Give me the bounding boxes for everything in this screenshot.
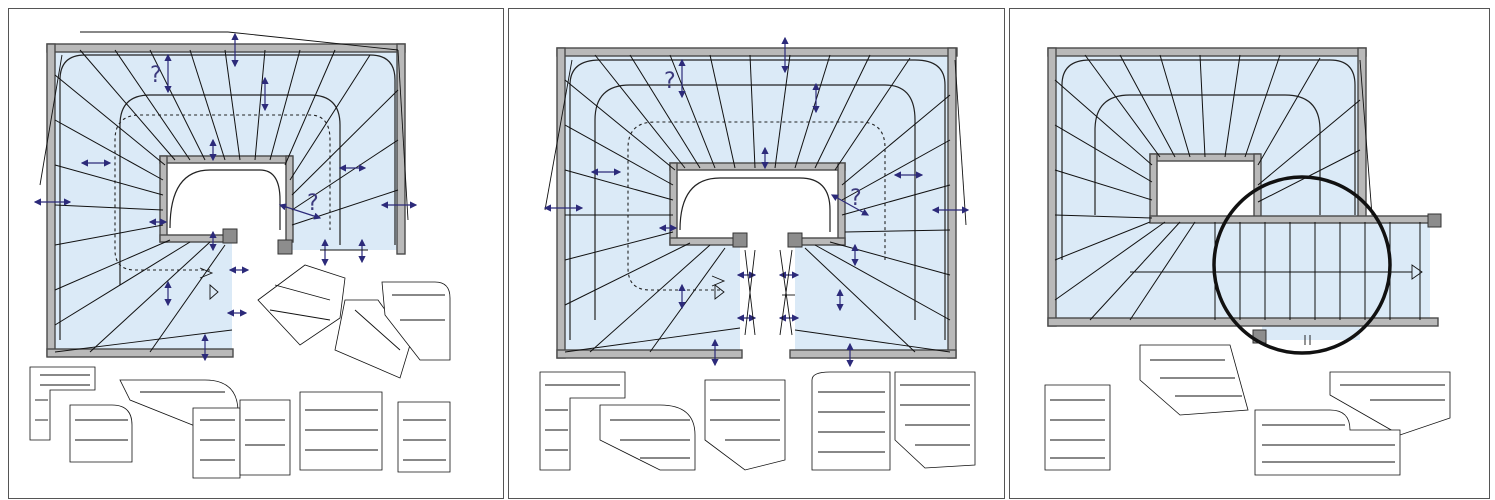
panel-1-core-bottom <box>159 234 226 243</box>
panel-1-wall-bottom <box>46 348 234 358</box>
panel-1-outer-curve <box>59 54 396 340</box>
panel-1-question-mark-right: ? <box>307 191 319 216</box>
panel-3-frame <box>1009 8 1490 499</box>
panel-1-thumb-4 <box>192 407 241 479</box>
panel-2-question-mark-top: ? <box>664 69 676 94</box>
panel-3-treads <box>1054 54 1361 321</box>
panel-1-core-left <box>159 155 168 243</box>
panel-3-highlight-circle <box>1212 175 1392 355</box>
panel-3-curve-wall <box>1061 59 1356 260</box>
panel-3-void <box>1155 160 1255 220</box>
panel-3-thumb-3 <box>1329 371 1451 436</box>
panel-2-newel-post-b <box>787 232 803 248</box>
panel-2-walkline <box>627 121 886 291</box>
panel-1-direction-arrow <box>209 284 219 300</box>
panel-1-wall-left <box>46 43 56 357</box>
panel-3-thumb-1 <box>1044 384 1111 471</box>
panel-3-wall-right <box>1357 47 1367 221</box>
panel-1-walkline <box>114 114 331 271</box>
panel-2-thumb-2 <box>599 404 696 471</box>
panel-2-outer-curve <box>569 59 946 340</box>
panel-2-wall-right <box>947 47 957 359</box>
panel-1-treads <box>54 49 399 353</box>
panel-1-newel-post-a <box>222 228 238 244</box>
panel-2-thumb-1 <box>539 371 626 471</box>
panel-1-staircase-plan: ? ? <box>33 31 418 362</box>
panel-2-wall-left <box>556 47 566 359</box>
panel-2-thumb-4 <box>811 371 891 471</box>
panel-1-core-right <box>285 155 294 243</box>
panel-2-thumb-5 <box>894 371 976 469</box>
panel-2-inner-curve <box>679 177 831 232</box>
panel-2-staircase-plan: ? ? <box>543 36 970 368</box>
panel-2-stair-thumbnails <box>539 371 976 471</box>
panel-2-floor <box>565 55 950 355</box>
panel-2-wall-bottom-left <box>556 349 743 359</box>
panel-1-thumb-10 <box>381 281 451 361</box>
panel-2-core-top <box>669 162 846 171</box>
panel-1-thumb-8 <box>257 264 346 346</box>
panel-3-straight-flight <box>1130 222 1423 320</box>
panel-2-dimension-arrows <box>543 36 970 368</box>
panel-3-wall-top <box>1047 47 1367 57</box>
panel-1-stair-thumbnails <box>29 264 451 479</box>
panel-3-newel-post-a <box>1427 213 1442 228</box>
panel-1-frame <box>8 8 504 499</box>
panel-2-newel-post-a <box>732 232 748 248</box>
panel-3-curve-outer <box>1094 94 1321 215</box>
panel-1-question-mark-top: ? <box>150 63 162 88</box>
panel-3-stair-thumbnails <box>1044 344 1451 476</box>
panel-2-core-right <box>837 162 846 246</box>
panel-2-wall-bottom-right <box>789 349 957 359</box>
panel-1-floor <box>55 50 400 355</box>
panel-3-wall-bottom <box>1047 317 1439 327</box>
panel-1-thumb-5 <box>239 399 291 476</box>
panel-1-walkline-arrow <box>199 267 214 279</box>
panel-1-thumb-2 <box>69 404 133 463</box>
panel-3-landing-edge <box>1149 215 1436 224</box>
panel-1-thumb-7 <box>397 401 451 473</box>
panel-2-thumb-3 <box>704 379 786 471</box>
panel-1-core-top <box>159 155 293 164</box>
panel-3-staircase-plan <box>1047 47 1442 355</box>
panel-3-thumb-2 <box>1139 344 1249 416</box>
panel-3-wall-left <box>1047 47 1057 327</box>
panel-3-thumb-4 <box>1254 409 1401 476</box>
panel-2-core-bottom-left <box>669 237 736 246</box>
panel-2-question-mark-right: ? <box>850 186 862 211</box>
panel-2-frame <box>508 8 1005 499</box>
panel-1-newel-post-b <box>277 239 293 255</box>
panel-1-thumb-6 <box>299 391 383 471</box>
panel-1-mid-curve <box>119 94 341 285</box>
panel-2-walkline-arrow <box>711 275 726 287</box>
panel-1-inner-curve <box>169 169 281 230</box>
panel-1-dimension-arrows <box>33 32 418 362</box>
panel-2-wall-top <box>556 47 958 57</box>
panel-1-wall-right <box>396 43 406 255</box>
panel-2-direction-arrow <box>714 284 725 300</box>
